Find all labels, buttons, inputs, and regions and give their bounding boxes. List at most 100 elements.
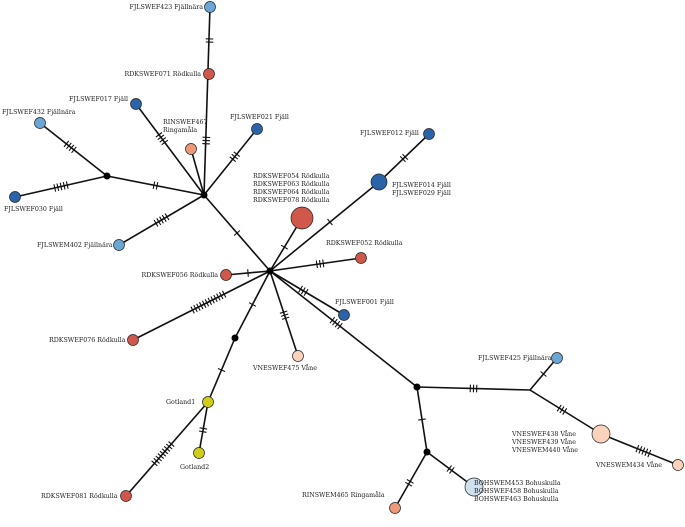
mutation-tick: [63, 140, 70, 148]
mutation-tick: [406, 479, 414, 484]
mutation-tick: [155, 132, 163, 138]
mutation-tick: [210, 296, 215, 304]
mutation-tick: [644, 448, 649, 457]
label-fjf017: FJLSWEF017 Fjäll: [69, 96, 128, 103]
label-rdk064: RDKSWEF064 Rödkulla: [253, 189, 330, 196]
node-rdk076: [127, 334, 139, 346]
mutation-tick: [556, 404, 562, 412]
label-boh458: BOHSWEF458 Bohuskulla: [474, 488, 559, 495]
mutation-ticks: [53, 38, 652, 487]
mutation-tick: [161, 214, 167, 222]
mutation-tick: [399, 156, 406, 163]
label-rin467-b: Ringamåla: [163, 127, 197, 134]
node-gotland2: [193, 447, 205, 459]
mutation-tick: [161, 139, 169, 146]
mutation-tick: [193, 304, 198, 313]
mutation-tick: [562, 408, 568, 415]
node-boh453: [464, 477, 484, 497]
label-rdk081: RDKSWEF081 Rödkulla: [41, 493, 118, 500]
node-rdk081: [120, 490, 132, 502]
mutation-tick: [221, 290, 227, 298]
mutation-tick: [638, 446, 643, 454]
mutation-tick: [641, 447, 646, 455]
node-vne475: [292, 350, 304, 362]
mutation-tick: [315, 260, 318, 269]
mutation-tick: [56, 183, 60, 192]
node-fjf014: [370, 173, 388, 191]
label-vne439: VNESWEF439 Våne: [511, 439, 576, 446]
mutation-tick: [334, 320, 341, 328]
mutation-tick: [159, 450, 167, 457]
node-fjf017: [130, 98, 142, 110]
mutation-tick: [449, 467, 455, 474]
label-fjf021: FJLSWEF021 Fjäll: [230, 114, 289, 121]
mutation-tick: [219, 291, 224, 300]
mutation-tick: [201, 300, 207, 308]
mutation-tick: [159, 137, 167, 143]
mutation-tick: [59, 182, 63, 191]
mutation-tick: [66, 142, 72, 150]
mutation-tick: [418, 418, 426, 421]
mutation-tick: [68, 144, 75, 152]
label-fjf014: FJLSWEF014 Fjäll: [392, 182, 451, 189]
edge-hubA-rin467: [190, 148, 205, 196]
mutation-tick: [155, 455, 162, 462]
node-fjm402: [113, 239, 125, 251]
mutation-tick: [281, 316, 290, 320]
mutation-tick: [247, 269, 249, 277]
median-vector-nodes: [103, 172, 431, 456]
mutation-tick: [303, 288, 309, 296]
mutation-tick: [322, 259, 325, 268]
label-rdk076: RDKSWEF076 Rödkulla: [49, 337, 126, 344]
label-rdk078: RDKSWEF078 Rödkulla: [253, 197, 330, 204]
mutation-tick: [164, 213, 170, 221]
mutation-tick: [233, 151, 241, 158]
network-edges: [14, 6, 679, 509]
node-rin465: [389, 502, 401, 514]
label-fjf001: FJLSWEF001 Fjäll: [335, 299, 394, 306]
mutation-tick: [300, 287, 306, 295]
label-fjf425: FJLSWEF425 Fjällnära: [478, 355, 552, 362]
label-gotland2: Gotland2: [180, 464, 209, 471]
mutation-tick: [217, 367, 226, 373]
median-node-b: [266, 267, 274, 275]
mutation-tick: [190, 306, 195, 314]
mutation-tick: [151, 460, 158, 467]
mutation-tick: [635, 444, 640, 453]
node-fjf423: [204, 1, 216, 13]
label-rin467-a: RINSWEF467: [163, 119, 208, 126]
mutation-tick: [65, 181, 69, 189]
mutation-tick: [248, 302, 257, 307]
edge-hubA-fjf021: [203, 128, 258, 196]
edge-hubB-fjf001: [269, 270, 345, 316]
label-fjm402: FJLSWEM402 Fjällnära: [37, 242, 113, 249]
node-rdk054: [290, 206, 314, 230]
edge-fjf014-fjf012: [378, 133, 430, 183]
label-rdk054: RDKSWEF054 Rödkulla: [253, 173, 330, 180]
mutation-tick: [53, 184, 57, 192]
mutation-tick: [231, 153, 239, 160]
mutation-tick: [155, 181, 159, 190]
edge-hubF-rin465: [394, 451, 428, 509]
edge-hubA-fjf423: [203, 6, 211, 196]
mutation-tick: [153, 219, 159, 227]
label-fjf432: FJLSWEF432 Fjällnära: [2, 109, 76, 116]
node-rdk056: [220, 269, 232, 281]
mutation-tick: [332, 318, 338, 326]
mutation-tick: [152, 181, 156, 190]
edge-hubB-fjf014: [269, 181, 380, 272]
mutation-tick: [168, 441, 175, 448]
node-fjf432: [34, 117, 46, 129]
median-node-f: [423, 448, 431, 456]
mutation-tick: [161, 448, 169, 455]
mutation-tick: [540, 371, 547, 377]
mutation-tick: [280, 244, 288, 250]
mutation-tick: [298, 285, 303, 293]
label-rdk056: RDKSWEF056 Rödkulla: [142, 272, 219, 279]
edge-fjf425-vne438: [529, 389, 602, 435]
label-gotland1: Gotland1: [166, 399, 195, 406]
node-fjf425: [551, 352, 563, 364]
mutation-tick: [279, 310, 288, 314]
label-fjf029: FJLSWEF029 Fjäll: [392, 190, 451, 197]
mutation-tick: [446, 465, 452, 472]
